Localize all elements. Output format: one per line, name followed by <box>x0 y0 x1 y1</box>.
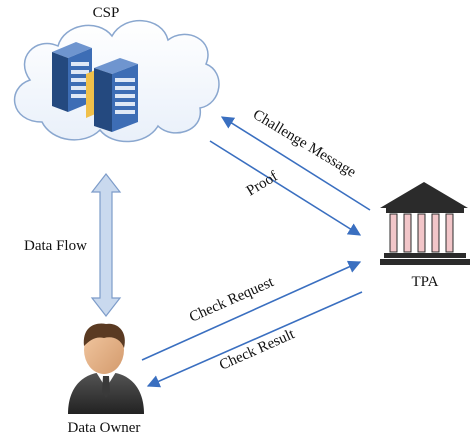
challenge-arrow <box>220 116 371 211</box>
data-flow-label: Data Flow <box>24 238 87 254</box>
server-icon <box>52 42 92 112</box>
csp-node: CSP <box>13 5 220 143</box>
user-icon <box>68 323 144 414</box>
data-owner-node: Data Owner <box>68 323 144 436</box>
proof-arrow <box>209 140 362 236</box>
check-request-label: Check Request <box>187 274 277 326</box>
csp-label: CSP <box>93 5 120 21</box>
data-owner-label: Data Owner <box>68 420 141 436</box>
check-result-arrow <box>146 291 363 388</box>
building-icon <box>380 182 470 265</box>
tpa-node: TPA <box>380 182 470 290</box>
data-flow-arrow: Data Flow <box>24 173 122 317</box>
check-request-arrow <box>141 260 362 361</box>
server-icon <box>94 58 138 132</box>
check-result-edge: Check Result <box>146 291 363 388</box>
tpa-label: TPA <box>412 274 439 290</box>
challenge-message-label: Challenge Message <box>250 107 359 181</box>
double-arrow-shape <box>90 173 122 317</box>
person-hair <box>83 323 125 348</box>
